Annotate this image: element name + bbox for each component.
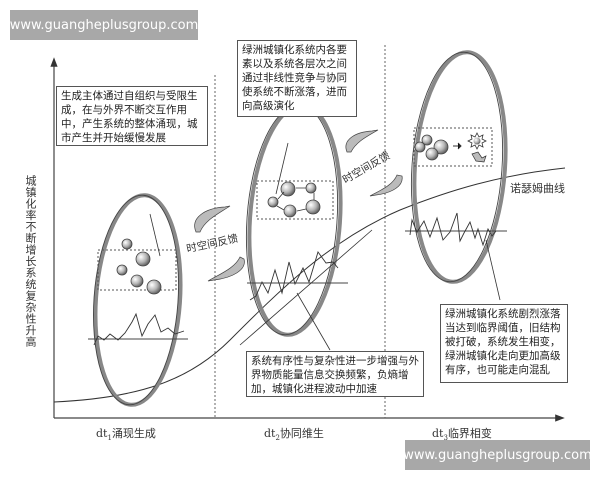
stage-sub: 3: [443, 434, 448, 443]
stage3-annotation: 绿洲城镇化系统剧烈涨落当达到临界阈值，旧结构被打破，系统发生相变，绿洲城镇化走向…: [440, 304, 568, 383]
stage-label-1: dt1涌现生成: [96, 425, 156, 442]
stage-sub: 2: [275, 434, 280, 443]
northam-curve-label: 诺瑟姆曲线: [510, 182, 565, 195]
stage2-top-annotation: 绿洲城镇化系统内各要素以及系统各层次之间通过非线性竞争与协同使系统不断涨落，进而…: [237, 40, 357, 117]
stage1-ellipse: [88, 193, 188, 407]
stage-prefix: dt: [264, 427, 276, 440]
stage-sub: 1: [107, 434, 112, 443]
feedback-arrows-1: [194, 205, 245, 282]
stage-label-3: dt3临界相变: [432, 425, 492, 442]
stage-name: 临界相变: [447, 427, 492, 440]
watermark-bottom: www.guangheplusgroup.com: [403, 440, 592, 470]
watermark-top: www.guangheplusgroup.com: [10, 10, 198, 40]
northam-curve: [53, 167, 566, 403]
axes: [50, 57, 565, 422]
stage-prefix: dt: [432, 427, 444, 440]
stage2-bottom-annotation: 系统有序性与复杂性进一步增强与外界物质能量信息交换频繁，负熵增加，城镇化进程波动…: [246, 351, 424, 397]
stage-label-2: dt2协同维生: [264, 425, 324, 442]
stage-prefix: dt: [96, 427, 108, 440]
stage-name: 涌现生成: [111, 427, 156, 440]
stage3-ellipse: [405, 50, 508, 301]
stage1-annotation: 生成主体通过自组织与受限生成，在与外界不断交互作用中，产生系统的整体涌现，城市产…: [56, 86, 208, 146]
feedback-arrows-2: [345, 129, 403, 197]
stage-name: 协同维生: [279, 427, 324, 440]
y-axis-label: 城镇化率不断增长系统复杂性升高: [24, 175, 37, 348]
